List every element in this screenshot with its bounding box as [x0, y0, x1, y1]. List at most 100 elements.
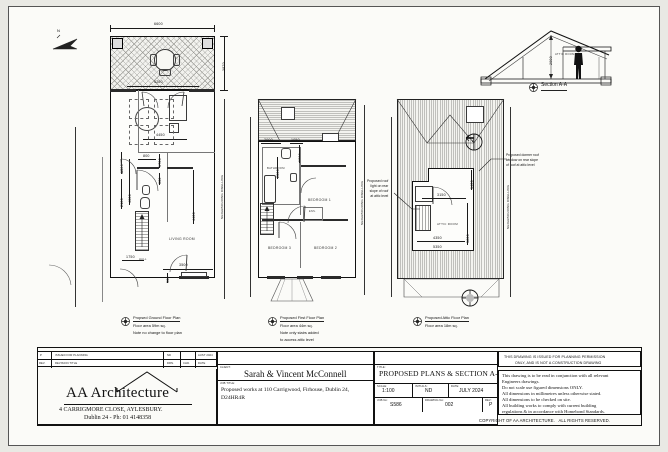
- ff-roof-hatch: [258, 99, 356, 141]
- gf-dim-800: 800: [143, 154, 150, 158]
- ff-door-2: [287, 205, 306, 224]
- rev-header-date: DATE: [198, 362, 206, 365]
- ff-bed3-label: BEDROOM 3: [268, 246, 292, 250]
- gf-front-door: [119, 268, 140, 288]
- attic-caption-area: Floor area 18m sq.: [425, 323, 458, 328]
- gf-dim-line-4000: [129, 159, 130, 205]
- gf-dim-line-right: [224, 36, 225, 90]
- north-label: N: [57, 28, 60, 33]
- gf-house-outline: [110, 90, 215, 278]
- ff-window-1: [267, 276, 285, 279]
- general-note-6: All building works to comply with curren…: [502, 403, 597, 408]
- attic-neighbour-label: NEIGHBOURING DWELLING: [506, 184, 510, 229]
- ff-boundary-left: [250, 117, 251, 297]
- section-marker-a-icon[interactable]: [465, 133, 483, 151]
- gf-dim-900: 900: [166, 276, 170, 283]
- titleblock-top-rule: [37, 347, 641, 348]
- attic-note-rooflight-leader: [393, 192, 420, 215]
- gf-dim-line-2100: [121, 179, 122, 209]
- practice-roof-icon: [116, 371, 178, 393]
- job-no-label: JOB No:: [377, 399, 388, 402]
- drawing-title: PROPOSED PLANS & SECTION A-A: [379, 369, 504, 378]
- gf-dining-chairs-a: [129, 99, 149, 119]
- gf-stair-arrow: [137, 213, 147, 249]
- job-title-line1: Proposed works at 110 Carrigwood, Firhou…: [221, 387, 350, 393]
- ff-dim-line-2000b: [277, 157, 278, 179]
- ff-dim-line-1800: [299, 145, 300, 163]
- attic-dormer-box: [428, 168, 474, 182]
- ff-wall-v2: [300, 222, 301, 268]
- rev-header-title: REVISION TITLE: [55, 362, 78, 365]
- ff-door-3: [300, 177, 317, 194]
- gf-patio-chair-2: [173, 54, 180, 66]
- gf-dim-line-600: [159, 173, 160, 185]
- gf-patio-chair-1: [150, 54, 157, 66]
- job-no-cell: JOB No: S586: [375, 398, 423, 412]
- gf-dim-tick-d: [220, 90, 228, 91]
- gf-rear-wall-right: [189, 89, 215, 92]
- ff-wall-bed1: [300, 165, 346, 168]
- scale-label: SCALE:: [377, 385, 388, 388]
- gf-rear-wall-left: [110, 89, 136, 92]
- client-name-row: CLIENT: Sarah & Vincent McConnell: [218, 364, 375, 381]
- attic-section-marker-bottom-icon[interactable]: [461, 289, 479, 307]
- gf-front-window-frame: [181, 272, 207, 277]
- jobno-row: JOB No: S586 DRAWING No: 002 REV: P: [375, 398, 499, 412]
- attic-caption-marker-icon: [413, 317, 422, 326]
- gf-dim-line-1700: [159, 154, 160, 168]
- gf-dining-table: [135, 107, 159, 131]
- scale-row: SCALE: 1:100 INITIALS: ND DATE: JULY 202…: [375, 384, 499, 398]
- scale-value: 1:100: [382, 388, 395, 394]
- ff-bathroom-label: BATHROOM: [267, 167, 285, 170]
- ff-window-2: [297, 276, 313, 279]
- gf-dim-line-800: [138, 159, 156, 160]
- rev-cell: REV: P: [483, 398, 499, 412]
- gf-dim-3500: 3500: [179, 263, 188, 267]
- section-geometry: [477, 25, 615, 87]
- date-value: JULY 2024: [459, 388, 484, 394]
- attic-dim-1400: 1400: [470, 180, 474, 189]
- attic-dim-line-5350: [412, 250, 474, 251]
- ff-stair-arrow: [262, 205, 272, 233]
- gf-kitchen-appliance: [169, 123, 179, 133]
- gf-wall-h2: [167, 167, 193, 170]
- gf-front-window: [179, 276, 209, 279]
- general-note-2: Engineers drawings.: [502, 379, 540, 384]
- ff-rooflight-1: [281, 107, 295, 120]
- attic-dim-line-4350: [417, 241, 465, 242]
- ff-bath: [264, 175, 276, 203]
- gf-dim-1750: 1750: [126, 255, 135, 259]
- rev-header-chd: CHD.: [183, 362, 190, 365]
- client-block: CLIENT: Sarah & Vincent McConnell JOB TI…: [217, 351, 375, 425]
- ff-bathroom-walls: [262, 147, 300, 205]
- practice-underline: [64, 404, 192, 405]
- job-title-line2: D24HR4R: [221, 395, 245, 401]
- gf-living-room-label: LIVING ROOM: [169, 237, 195, 241]
- gf-door-2: [120, 158, 137, 175]
- gf-kitchen-units: [169, 95, 187, 121]
- ff-caption-title: Proposed First Floor Plan: [280, 315, 325, 323]
- titleblock-bottom-rule: [37, 425, 641, 426]
- ff-bed1-label: BEDROOM 1: [308, 198, 332, 202]
- gf-dim-3870: 3870: [222, 62, 226, 71]
- gf-dim-4400: 4400: [192, 212, 196, 221]
- ff-caption-note1: Note only stairs added: [280, 330, 319, 335]
- attic-dim-4350: 4350: [433, 236, 442, 240]
- attic-note-dormer-leader: [478, 157, 507, 173]
- gf-wall-h1: [137, 167, 159, 170]
- planning-banner-line2: ONLY, AND IS NOT A CONSTRUCTION DRAWING: [515, 361, 602, 365]
- ff-dim-line-1050: [290, 143, 303, 144]
- ff-dim-line-2000a: [261, 143, 281, 144]
- gf-caption-title: Propsed Ground Floor Plan: [133, 315, 181, 323]
- gf-patio-table: [154, 49, 176, 71]
- gf-door-3: [169, 254, 188, 273]
- gf-dining-chairs-b: [154, 99, 174, 119]
- attic-landing: [415, 186, 433, 202]
- rev-row-drn: ND: [167, 354, 172, 357]
- gf-wall-v1: [138, 90, 139, 152]
- ff-wall-v1: [300, 147, 301, 215]
- drawing-title-label: TITLE:: [377, 366, 386, 369]
- attic-window-top: [466, 106, 484, 123]
- ff-neighbour-label: NEIGHBOURING DWELLING: [360, 180, 364, 225]
- ff-ensuite-label: ENS.: [309, 210, 317, 213]
